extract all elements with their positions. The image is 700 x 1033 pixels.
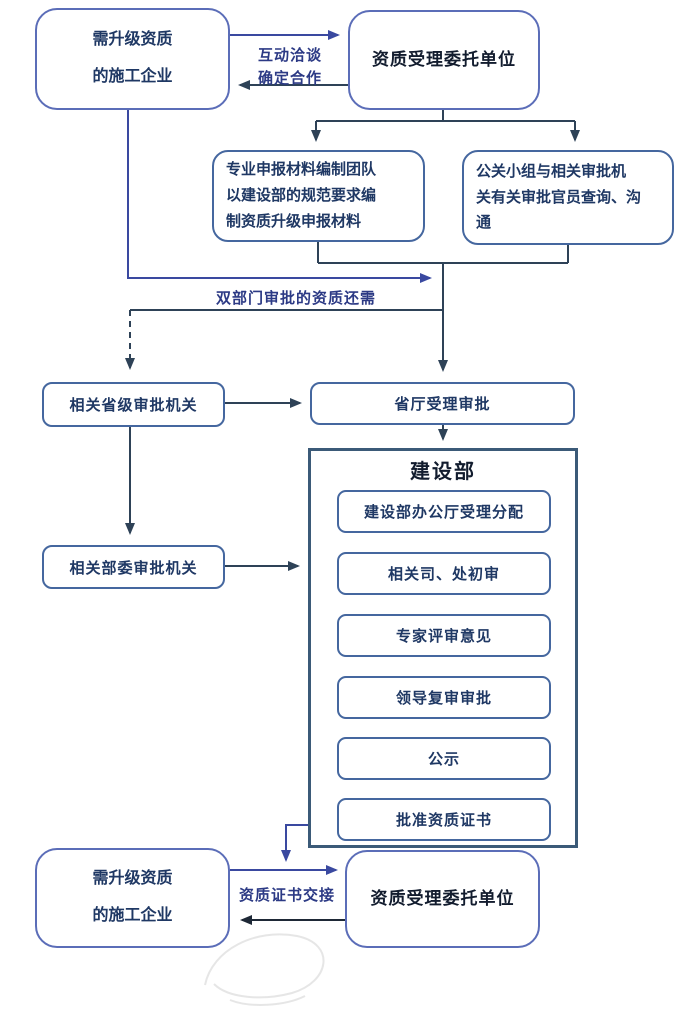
node-company-top-line1: 需升级资质 xyxy=(92,31,173,49)
label-certificate-handover: 资质证书交接 xyxy=(238,887,335,904)
node-agency-top-label: 资质受理委托单位 xyxy=(372,50,516,70)
node-company-bottom-line2: 的施工企业 xyxy=(92,907,173,924)
moc-step-1: 建设部办公厅受理分配 xyxy=(337,490,551,533)
node-company-top: 需升级资质 的施工企业 xyxy=(35,8,230,110)
node-moc-container: 建设部 建设部办公厅受理分配 相关司、处初审 专家评审意见 领导复审审批 公示 … xyxy=(308,448,578,848)
node-provincial-organ-label: 相关省级审批机关 xyxy=(69,397,198,414)
node-provincial-organ: 相关省级审批机关 xyxy=(42,382,225,427)
node-agency-top: 资质受理委托单位 xyxy=(348,10,540,110)
label-dual-approval: 双部门审批的资质还需 xyxy=(215,290,376,307)
label-negotiate: 互动洽谈 确定合作 xyxy=(238,44,342,91)
node-ministry-organ-label: 相关部委审批机关 xyxy=(69,559,198,577)
node-company-bottom: 需升级资质 的施工企业 xyxy=(35,848,230,948)
node-team: 专业申报材料编制团队 以建设部的规范要求编 制资质升级申报材料 xyxy=(212,150,425,242)
label-negotiate-line2: 确定合作 xyxy=(257,70,322,88)
node-team-line1: 专业申报材料编制团队 xyxy=(226,161,377,179)
node-pr-group-line3: 通 xyxy=(476,214,492,232)
moc-step-4: 领导复审审批 xyxy=(337,676,551,719)
label-negotiate-line1: 互动洽谈 xyxy=(257,47,322,64)
node-agency-bottom: 资质受理委托单位 xyxy=(345,850,540,948)
node-agency-bottom-label: 资质受理委托单位 xyxy=(370,889,515,909)
moc-step-2: 相关司、处初审 xyxy=(337,552,551,595)
node-pr-group: 公关小组与相关审批机 关有关审批官员查询、沟 通 xyxy=(462,150,674,245)
watermark-scribble xyxy=(204,933,325,1006)
node-pr-group-line2: 关有关审批官员查询、沟 xyxy=(476,188,642,206)
node-company-bottom-line1: 需升级资质 xyxy=(92,870,173,888)
moc-title: 建设部 xyxy=(410,461,476,483)
node-company-top-line2: 的施工企业 xyxy=(92,68,173,85)
node-provincial-accept-label: 省厅受理审批 xyxy=(394,396,491,413)
moc-step-3: 专家评审意见 xyxy=(337,614,551,657)
node-team-line2: 以建设部的规范要求编 xyxy=(226,187,377,205)
node-team-line3: 制资质升级申报材料 xyxy=(226,212,362,230)
node-pr-group-line1: 公关小组与相关审批机 xyxy=(476,162,627,180)
node-provincial-accept: 省厅受理审批 xyxy=(310,382,575,425)
node-ministry-organ: 相关部委审批机关 xyxy=(42,545,225,589)
edge-moc-exit xyxy=(285,824,308,845)
edge-agency-split xyxy=(316,110,575,122)
moc-step-6: 批准资质证书 xyxy=(337,798,551,841)
moc-step-5: 公示 xyxy=(337,737,551,780)
